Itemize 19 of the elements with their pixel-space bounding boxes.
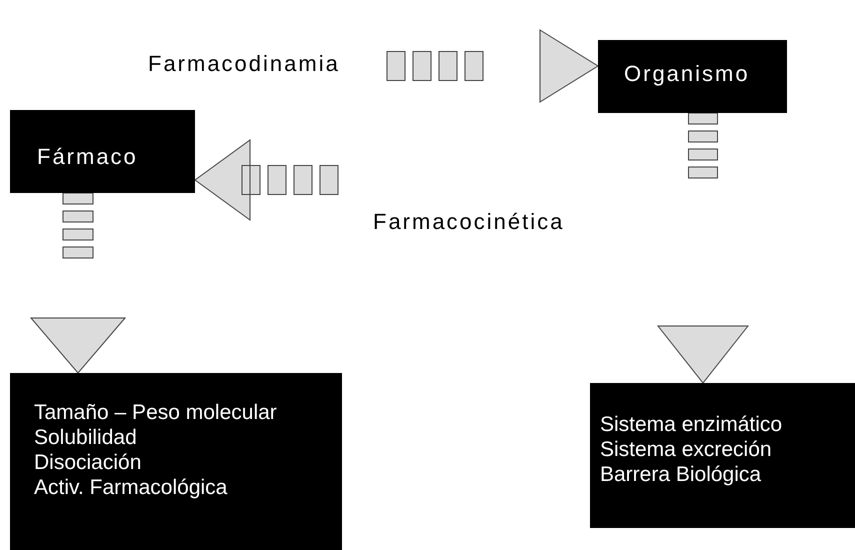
text-box	[598, 40, 787, 113]
text-box	[10, 373, 342, 550]
list-item: Disociación	[34, 450, 142, 475]
list-item: Activ. Farmacológica	[34, 475, 228, 500]
process-label: Farmacodinamia	[148, 51, 340, 77]
block-arrow	[656, 112, 750, 384]
list-item: Sistema excreción	[600, 437, 773, 462]
list-item: Tamaño – Peso molecular	[34, 400, 278, 425]
text-box	[590, 383, 855, 528]
text-box	[10, 110, 195, 193]
list-item: Sistema enzimático	[600, 412, 784, 437]
block-arrow	[386, 29, 599, 103]
block-arrow	[194, 139, 338, 221]
list-item: Barrera Biológica	[600, 462, 762, 487]
box-title: Fármaco	[37, 144, 139, 170]
box-title: Organismo	[624, 61, 751, 87]
process-label: Farmacocinética	[373, 209, 564, 235]
block-arrow	[30, 192, 126, 374]
list-item: Solubilidad	[34, 425, 138, 450]
